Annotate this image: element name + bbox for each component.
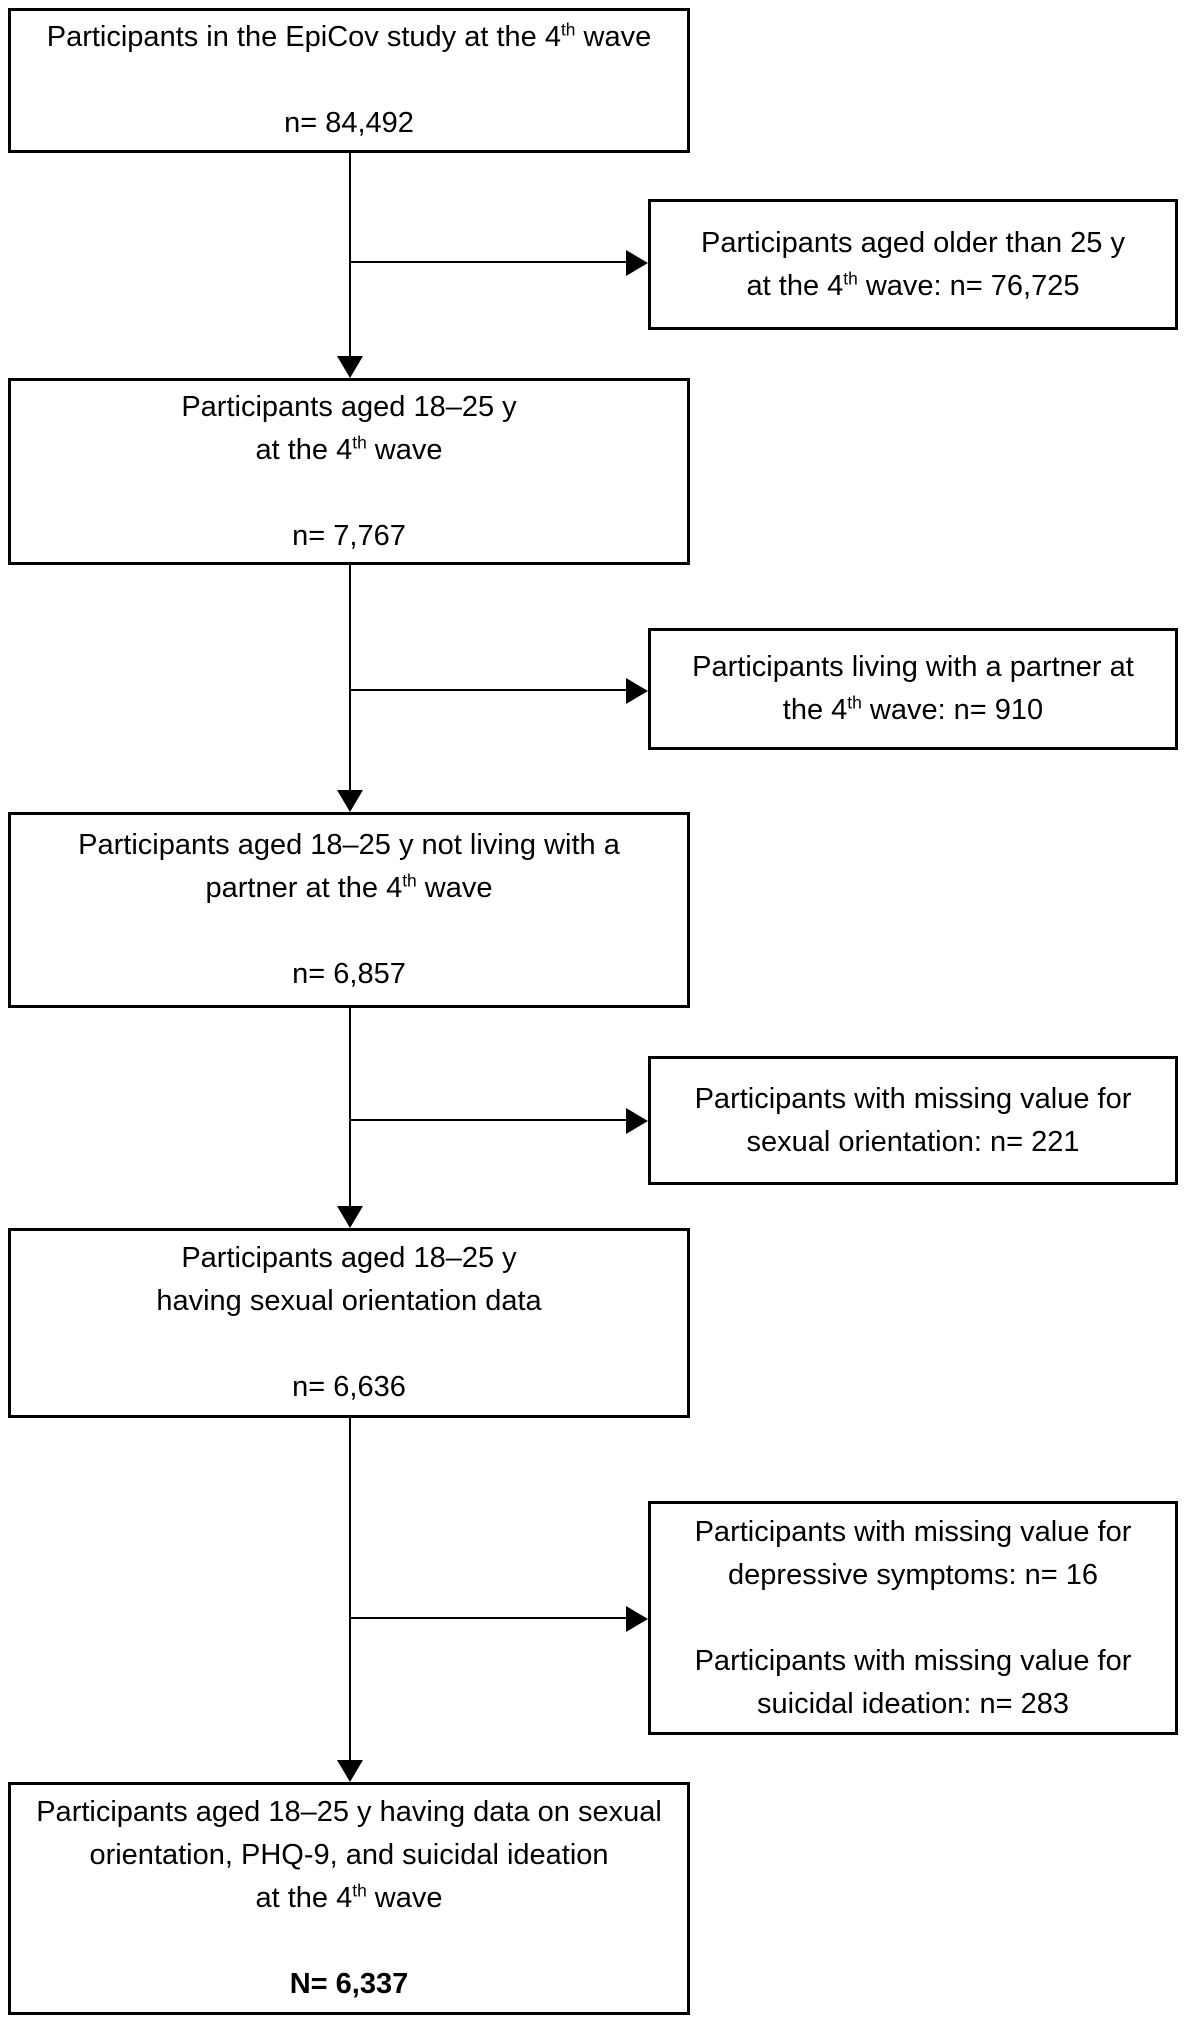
box-count-final: N= 6,337 [289, 1968, 409, 2000]
arrowhead-down-box3 [337, 790, 363, 812]
branch-line-excluded2 [350, 689, 626, 691]
box-text-line: depressive symptoms: n= 16 [728, 1558, 1098, 1591]
excluded-box-living-with-partner: Participants living with a partner at th… [648, 628, 1178, 750]
excluded-paragraph: Participants with missing value for depr… [695, 1511, 1132, 1597]
arrow-line-box2-to-box3 [349, 565, 351, 790]
excluded-box-older-than-25: Participants aged older than 25 y at the… [648, 199, 1178, 330]
box-text-line: Participants in the EpiCov study at the … [46, 19, 652, 53]
branch-line-excluded1 [350, 261, 626, 263]
flow-box-having-sexual-orientation-data: Participants aged 18–25 y having sexual … [8, 1228, 690, 1418]
arrowhead-right-excluded4 [626, 1606, 648, 1632]
box-text-line: Participants with missing value for [694, 1082, 1132, 1115]
arrow-line-box3-to-box4 [349, 1008, 351, 1206]
box-text-line: at the 4th wave [255, 1880, 443, 1914]
box-text-line: Participants aged 18–25 y having data on… [36, 1796, 662, 1828]
box-text-line: suicidal ideation: n= 283 [757, 1687, 1069, 1720]
arrow-line-box4-to-box5 [349, 1418, 351, 1760]
arrow-line-box1-to-box2 [349, 152, 351, 356]
box-text-line: having sexual orientation data [156, 1285, 542, 1317]
branch-line-excluded4 [350, 1617, 626, 1619]
box-text-line: at the 4th wave: n= 76,725 [746, 267, 1080, 302]
box-text-line: Participants with missing value for [694, 1644, 1132, 1677]
excluded-paragraph: Participants with missing value for suic… [695, 1640, 1132, 1726]
box-text-line: the 4th wave: n= 910 [782, 692, 1044, 726]
box-count: n= 6,636 [292, 1371, 406, 1403]
box-count: n= 84,492 [284, 107, 414, 139]
arrowhead-right-excluded1 [626, 250, 648, 276]
box-text-line: Participants with missing value for [694, 1515, 1132, 1548]
box-count: n= 6,857 [292, 958, 406, 990]
branch-line-excluded3 [350, 1119, 626, 1121]
box-text-line: partner at the 4th wave [205, 870, 493, 904]
excluded-box-missing-sexual-orientation: Participants with missing value for sexu… [648, 1056, 1178, 1185]
box-text-line: at the 4th wave [255, 431, 443, 466]
arrowhead-right-excluded2 [626, 678, 648, 704]
flow-box-final-sample: Participants aged 18–25 y having data on… [8, 1782, 690, 2015]
box-count: n= 7,767 [292, 519, 406, 552]
arrowhead-down-box2 [337, 356, 363, 378]
flow-box-aged-18-25: Participants aged 18–25 y at the 4th wav… [8, 378, 690, 565]
box-text-line: orientation, PHQ-9, and suicidal ideatio… [89, 1839, 609, 1871]
box-text-line: Participants aged older than 25 y [701, 226, 1125, 259]
box-text-line: Participants living with a partner at [692, 651, 1134, 683]
arrowhead-down-box4 [337, 1206, 363, 1228]
box-text-line: Participants aged 18–25 y not living wit… [78, 829, 620, 861]
box-text-line: Participants aged 18–25 y [181, 1242, 517, 1274]
arrowhead-right-excluded3 [626, 1108, 648, 1134]
box-text-line: Participants aged 18–25 y [181, 390, 517, 423]
arrowhead-down-box5 [337, 1760, 363, 1782]
flow-box-not-living-with-partner: Participants aged 18–25 y not living wit… [8, 812, 690, 1008]
excluded-box-missing-phq9-suicidal-ideation: Participants with missing value for depr… [648, 1501, 1178, 1735]
flow-box-epicov-wave4: Participants in the EpiCov study at the … [8, 8, 690, 153]
box-text-line: sexual orientation: n= 221 [746, 1125, 1080, 1158]
